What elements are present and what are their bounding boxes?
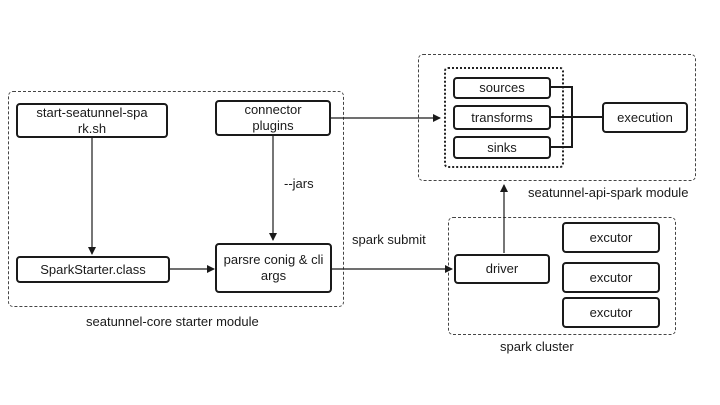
sources-label: sources (479, 80, 525, 95)
start-script-label: start-seatunnel-spark.sh (36, 104, 148, 136)
spark-cluster-region (448, 217, 676, 335)
spark-starter-node: SparkStarter.class (16, 256, 170, 283)
transforms-node: transforms (453, 105, 551, 130)
connector-plugins-node: connector plugins (215, 100, 331, 136)
spark-starter-label: SparkStarter.class (40, 261, 146, 277)
executor-node-2: excutor (562, 262, 660, 293)
sources-node: sources (453, 77, 551, 99)
api-module-caption: seatunnel-api-spark module (528, 185, 689, 200)
start-script-node: start-seatunnel-spark.sh (16, 103, 168, 138)
executor-node-3: excutor (562, 297, 660, 328)
executor-node-1: excutor (562, 222, 660, 253)
parse-config-node: parsre conig & cli args (215, 243, 332, 293)
spark-submit-edge-label: spark submit (352, 232, 426, 247)
transforms-label: transforms (471, 109, 533, 125)
execution-node: execution (602, 102, 688, 133)
cluster-caption: spark cluster (500, 339, 574, 354)
executor-label-3: excutor (589, 304, 633, 320)
connector-plugins-label: connector plugins (244, 102, 302, 133)
sinks-node: sinks (453, 136, 551, 159)
jars-edge-label: --jars (284, 176, 314, 191)
core-module-caption: seatunnel-core starter module (86, 314, 259, 329)
execution-label: execution (617, 109, 673, 125)
sinks-label: sinks (487, 139, 517, 155)
driver-label: driver (485, 261, 519, 276)
executor-label-1: excutor (589, 229, 633, 245)
driver-node: driver (454, 254, 550, 284)
executor-label-2: excutor (589, 269, 633, 285)
execution-bracket (551, 86, 602, 148)
core-starter-module-region (8, 91, 344, 307)
parse-config-label: parsre conig & cli args (223, 252, 324, 283)
